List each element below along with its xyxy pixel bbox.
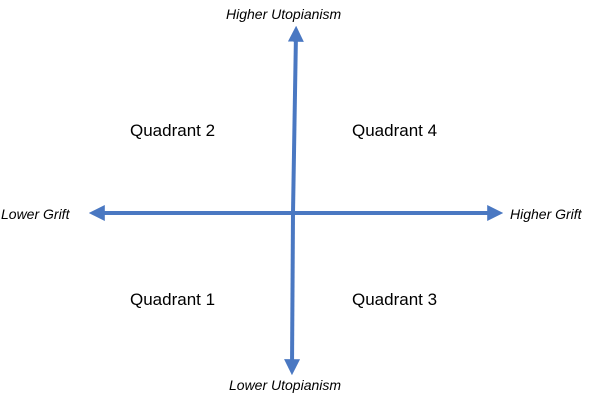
axis-label-higher-utopianism: Higher Utopianism — [226, 6, 342, 22]
axis-label-lower-grift: Lower Grift — [1, 206, 70, 222]
quadrant-1-label: Quadrant 1 — [130, 290, 216, 309]
axis-label-higher-grift: Higher Grift — [510, 206, 582, 222]
quadrant-4-label: Quadrant 4 — [352, 121, 438, 140]
quadrant-3-label: Quadrant 3 — [352, 290, 438, 309]
vertical-axis-arrow-bottom — [284, 212, 301, 376]
vertical-axis-arrow — [287, 25, 304, 214]
axis-label-lower-utopianism: Lower Utopianism — [229, 377, 342, 393]
quadrant-2-label: Quadrant 2 — [130, 121, 216, 140]
